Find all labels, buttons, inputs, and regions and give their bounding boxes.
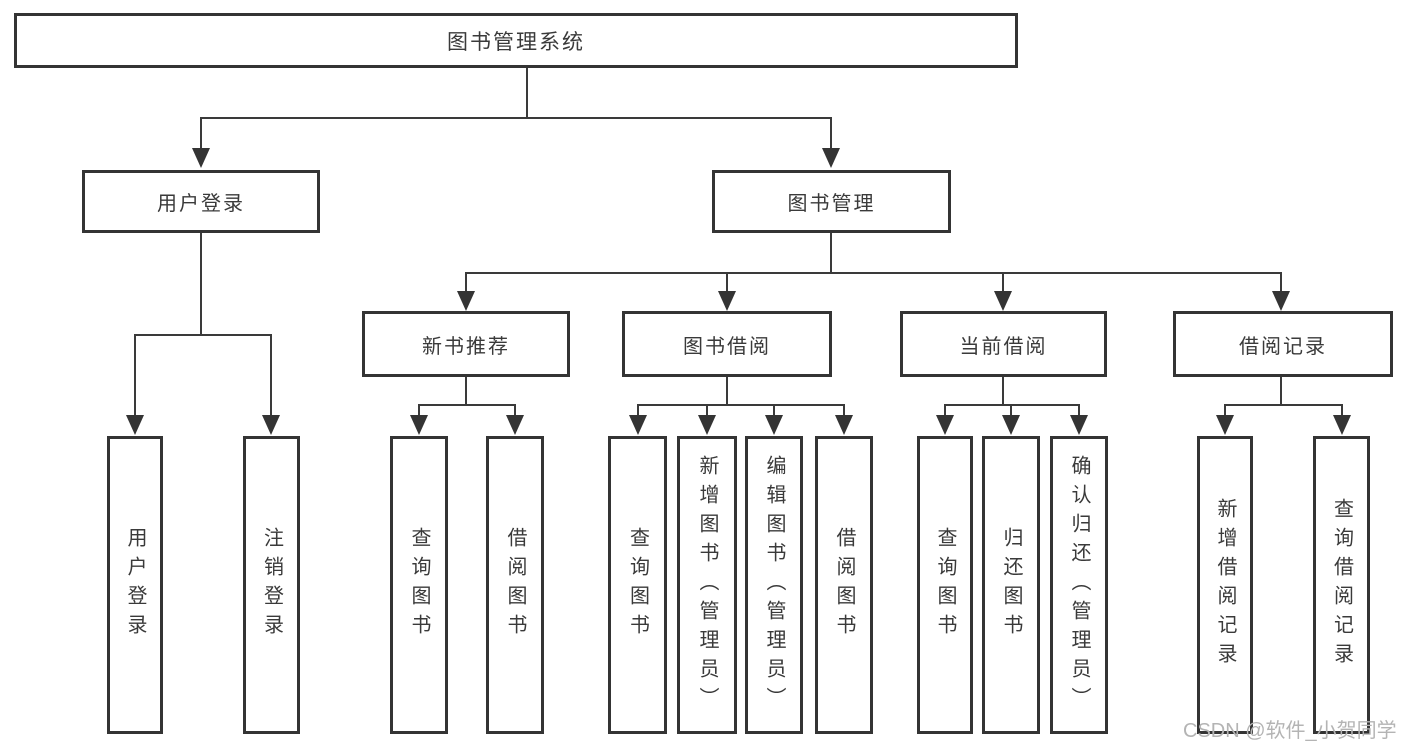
- leaf-current-query: 查询图书: [917, 436, 973, 734]
- connector-user-login-drop: [200, 117, 202, 150]
- leaf-record-add-label: 新增借阅记录: [1214, 498, 1236, 672]
- connector-g3-drop3: [773, 404, 775, 416]
- leaf-user-logout: 注销登录: [243, 436, 300, 734]
- connector-current-borrow-drop: [1002, 272, 1004, 292]
- arrowhead-down-icon: [1216, 415, 1234, 435]
- arrowhead-down-icon: [192, 148, 210, 168]
- arrowhead-down-icon: [1070, 415, 1088, 435]
- arrowhead-down-icon: [698, 415, 716, 435]
- connector-g4-stem: [1002, 377, 1004, 406]
- leaf-borrow-borrow-book: 借阅图书: [815, 436, 873, 734]
- leaf-newbook-borrow-label: 借阅图书: [504, 527, 526, 643]
- arrowhead-down-icon: [126, 415, 144, 435]
- arrowhead-down-icon: [822, 148, 840, 168]
- node-borrow-records: 借阅记录: [1173, 311, 1393, 377]
- connector-level1-branch: [200, 117, 832, 119]
- connector-g4-drop3: [1078, 404, 1080, 416]
- connector-g5-drop2: [1341, 404, 1343, 416]
- leaf-current-return: 归还图书: [982, 436, 1040, 734]
- connector-g2-stem: [465, 377, 467, 406]
- leaf-record-query-label: 查询借阅记录: [1330, 498, 1353, 672]
- node-new-book-recommend: 新书推荐: [362, 311, 570, 377]
- leaf-newbook-borrow: 借阅图书: [486, 436, 544, 734]
- arrowhead-down-icon: [629, 415, 647, 435]
- connector-new-book-drop: [465, 272, 467, 292]
- leaf-record-query: 查询借阅记录: [1313, 436, 1370, 734]
- arrowhead-down-icon: [1002, 415, 1020, 435]
- connector-g2-branch: [418, 404, 516, 406]
- connector-borrow-records-drop: [1280, 272, 1282, 292]
- arrowhead-down-icon: [1272, 291, 1290, 311]
- leaf-current-return-label: 归还图书: [1000, 527, 1022, 643]
- arrowhead-down-icon: [718, 291, 736, 311]
- node-root-library-system: 图书管理系统: [14, 13, 1018, 68]
- connector-g2-drop1: [418, 404, 420, 416]
- leaf-newbook-query-label: 查询图书: [408, 527, 430, 643]
- connector-g3-drop2: [706, 404, 708, 416]
- connector-g5-stem: [1280, 377, 1282, 406]
- leaf-borrow-borrow-book-label: 借阅图书: [833, 527, 855, 643]
- leaf-user-login: 用户登录: [107, 436, 163, 734]
- arrowhead-down-icon: [765, 415, 783, 435]
- node-current-borrow: 当前借阅: [900, 311, 1107, 377]
- node-current-borrow-label: 当前借阅: [959, 335, 1048, 358]
- connector-book-borrow-drop: [726, 272, 728, 292]
- csdn-watermark: CSDN @软件_小贺同学: [1183, 720, 1397, 742]
- leaf-current-query-label: 查询图书: [934, 527, 956, 643]
- node-new-book-recommend-label: 新书推荐: [422, 335, 510, 358]
- connector-g1-stem: [200, 233, 202, 335]
- connector-g4-drop2: [1010, 404, 1012, 416]
- node-book-borrow-label: 图书借阅: [683, 335, 771, 358]
- node-root-label: 图书管理系统: [447, 30, 585, 54]
- node-book-mgmt-label: 图书管理: [787, 193, 876, 215]
- leaf-borrow-add-book-label: 新增图书（管理员）: [696, 454, 718, 716]
- node-user-login-label: 用户登录: [157, 193, 245, 215]
- connector-g3-branch: [637, 404, 845, 406]
- arrowhead-down-icon: [410, 415, 428, 435]
- node-user-login: 用户登录: [82, 170, 320, 233]
- node-book-mgmt: 图书管理: [712, 170, 951, 233]
- connector-g2-drop2: [514, 404, 516, 416]
- connector-g1-drop1: [134, 334, 136, 416]
- arrowhead-down-icon: [457, 291, 475, 311]
- connector-g5-drop1: [1224, 404, 1226, 416]
- connector-g3-drop1: [637, 404, 639, 416]
- leaf-user-login-label: 用户登录: [124, 527, 146, 643]
- arrowhead-down-icon: [506, 415, 524, 435]
- connector-book-mgmt-drop: [830, 117, 832, 150]
- arrowhead-down-icon: [262, 415, 280, 435]
- arrowhead-down-icon: [994, 291, 1012, 311]
- leaf-borrow-edit-book-label: 编辑图书（管理员）: [763, 454, 785, 716]
- connector-g1-branch: [134, 334, 272, 336]
- arrowhead-down-icon: [835, 415, 853, 435]
- leaf-current-confirm-return-label: 确认归还（管理员）: [1068, 454, 1090, 716]
- leaf-current-confirm-return: 确认归还（管理员）: [1050, 436, 1108, 734]
- leaf-user-logout-label: 注销登录: [260, 527, 283, 643]
- connector-g4-branch: [944, 404, 1080, 406]
- arrowhead-down-icon: [1333, 415, 1351, 435]
- connector-root-stem: [526, 68, 528, 118]
- leaf-borrow-edit-book: 编辑图书（管理员）: [745, 436, 803, 734]
- connector-level2-branch: [465, 272, 1282, 274]
- connector-g5-branch: [1224, 404, 1343, 406]
- connector-g3-drop4: [843, 404, 845, 416]
- leaf-record-add: 新增借阅记录: [1197, 436, 1253, 734]
- leaf-newbook-query: 查询图书: [390, 436, 448, 734]
- connector-g4-drop1: [944, 404, 946, 416]
- leaf-borrow-query-label: 查询图书: [626, 527, 649, 643]
- leaf-borrow-add-book: 新增图书（管理员）: [677, 436, 737, 734]
- connector-g3-stem: [726, 377, 728, 406]
- node-borrow-records-label: 借阅记录: [1239, 335, 1327, 358]
- leaf-borrow-query: 查询图书: [608, 436, 667, 734]
- arrowhead-down-icon: [936, 415, 954, 435]
- node-book-borrow: 图书借阅: [622, 311, 832, 377]
- connector-book-mgmt-stem: [830, 233, 832, 273]
- connector-g1-drop2: [270, 334, 272, 416]
